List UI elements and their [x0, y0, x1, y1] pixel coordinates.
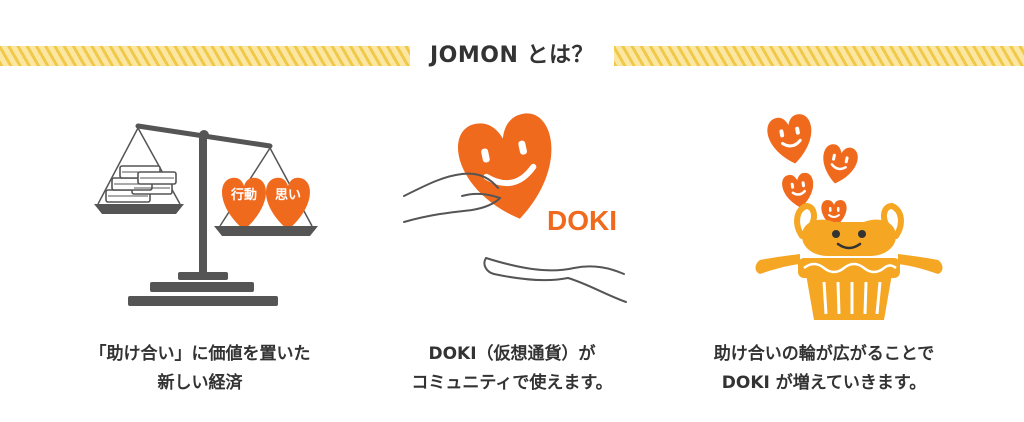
- header-stripe-left: [0, 46, 410, 66]
- mascot-illustration: [720, 98, 960, 328]
- section-header: JOMON とは？: [0, 44, 1024, 68]
- badge-action: 行動: [230, 187, 257, 203]
- doki-brand: DOKI: [547, 205, 617, 236]
- balance-scale-icon: 行動 思い: [94, 123, 318, 306]
- caption-2-line-1: DOKI（仮想通貨）が: [428, 344, 596, 364]
- hands-heart-icon: DOKI: [403, 113, 627, 303]
- caption-1-line-1: 「助け合い」に価値を置いた: [89, 344, 311, 364]
- jomon-mascot-icon: [755, 114, 943, 320]
- scales-illustration: 行動 思い: [80, 98, 320, 328]
- caption-1-line-2: 新しい経済: [157, 373, 243, 393]
- badge-feeling: 思い: [275, 188, 301, 203]
- caption-column-3: 助け合いの輪が広がることで DOKI が増えていきます。: [664, 340, 984, 398]
- doki-illustration: DOKI: [398, 98, 638, 328]
- caption-3-line-1: 助け合いの輪が広がることで: [713, 344, 935, 364]
- caption-column-2: DOKI（仮想通貨）が コミュニティで使えます。: [352, 340, 672, 398]
- caption-column-1: 「助け合い」に価値を置いた 新しい経済: [40, 340, 360, 398]
- section-title: JOMON とは？: [429, 43, 595, 68]
- caption-3-line-2: DOKI が増えていきます。: [721, 373, 927, 393]
- caption-2-line-2: コミュニティで使えます。: [411, 373, 613, 393]
- header-stripe-right: [614, 46, 1024, 66]
